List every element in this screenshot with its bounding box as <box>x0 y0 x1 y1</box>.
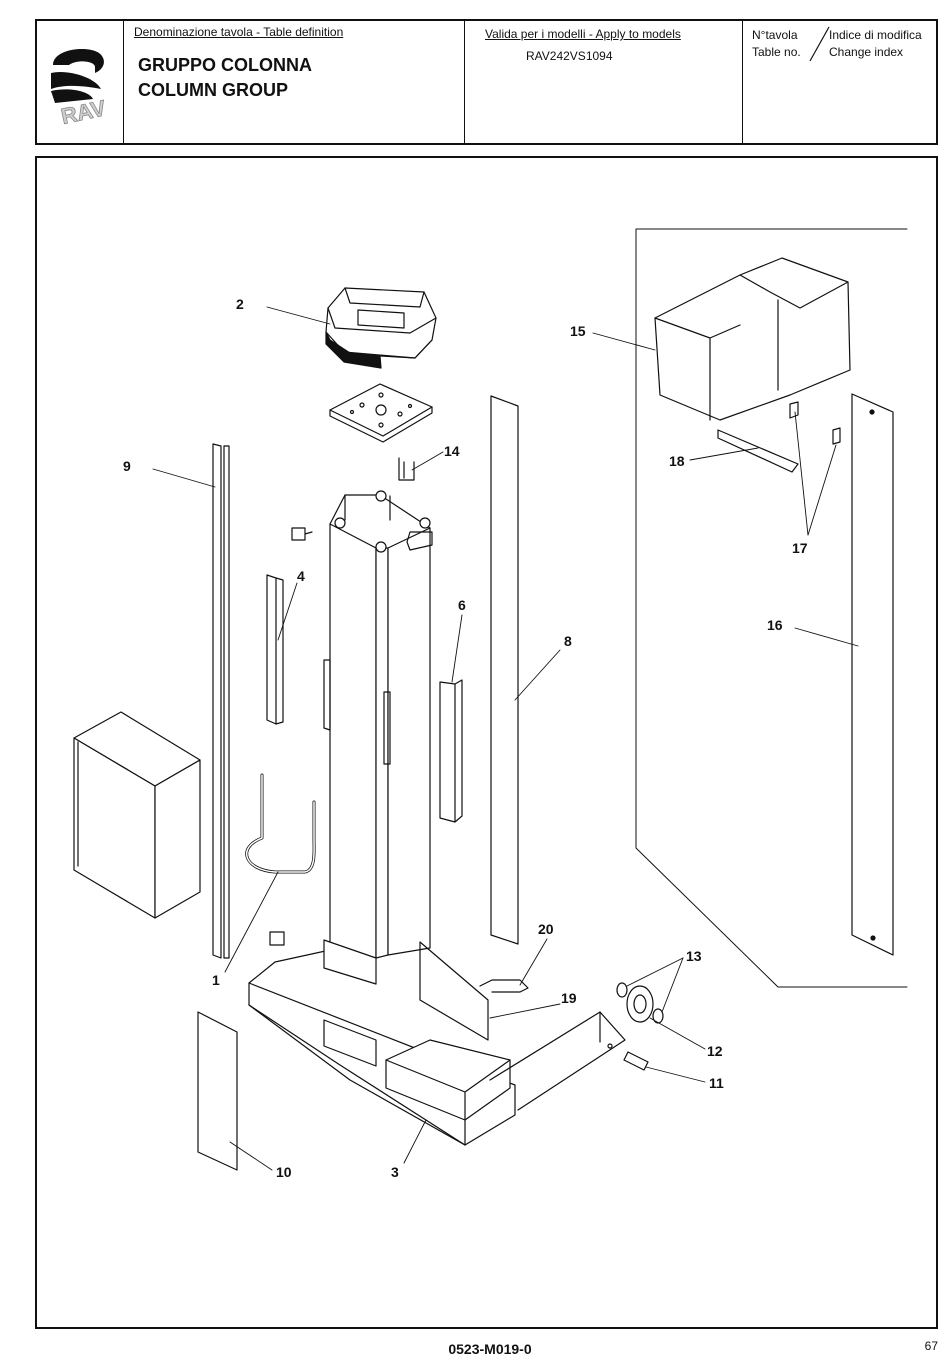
base-part <box>249 940 625 1145</box>
callout-14: 14 <box>444 443 460 459</box>
callout-4: 4 <box>297 568 305 584</box>
side-panel-16-part <box>852 394 893 955</box>
column-body <box>324 491 432 958</box>
connector-part <box>270 932 284 945</box>
wheel-part <box>617 983 663 1023</box>
switch-part <box>292 528 312 540</box>
callout-13: 13 <box>686 948 702 964</box>
small-bracket-part <box>399 458 414 480</box>
bracket-6-part <box>440 680 462 822</box>
top-cover-part <box>655 258 850 420</box>
callout-12: 12 <box>707 1043 723 1059</box>
callout-19: 19 <box>561 990 577 1006</box>
callout-15: 15 <box>570 323 586 339</box>
callout-11: 11 <box>709 1075 724 1091</box>
callout-1: 1 <box>212 972 220 988</box>
callout-18: 18 <box>669 453 685 469</box>
callout-16: 16 <box>767 617 783 633</box>
callout-17: 17 <box>792 540 808 556</box>
callout-20: 20 <box>538 921 554 937</box>
cable-1-part <box>247 775 314 872</box>
bracket-17a-part <box>790 402 798 418</box>
callout-9: 9 <box>123 458 131 474</box>
pin-part <box>624 1052 648 1070</box>
bracket-17b-part <box>833 428 840 444</box>
mounting-plate <box>330 384 432 442</box>
long-panel-part <box>491 396 518 944</box>
callout-10: 10 <box>276 1164 292 1180</box>
side-panel-part <box>198 1012 237 1170</box>
bracket-20-part <box>480 980 528 992</box>
document-code: 0523-M019-0 <box>0 1341 950 1357</box>
callout-8: 8 <box>564 633 572 649</box>
long-profile-part <box>213 444 229 958</box>
callout-6: 6 <box>458 597 466 613</box>
callout-2: 2 <box>236 296 244 312</box>
callout-3: 3 <box>391 1164 399 1180</box>
bracket-18-part <box>718 430 798 472</box>
bracket-4-part <box>267 575 283 724</box>
electrical-box <box>74 712 200 918</box>
page-number: 67 <box>925 1339 938 1353</box>
top-cap-part <box>326 288 436 368</box>
